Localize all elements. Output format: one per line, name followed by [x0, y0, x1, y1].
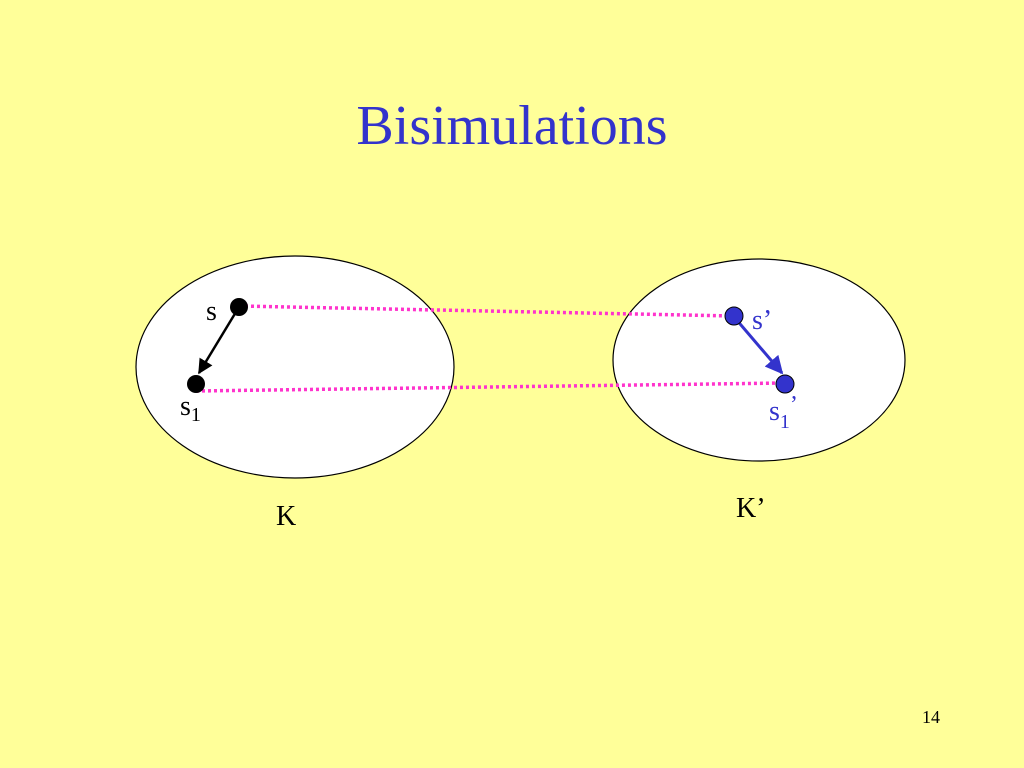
state-s-label: s — [206, 296, 217, 327]
state-s1-subscript: 1 — [191, 404, 201, 426]
state-s1-node — [187, 375, 205, 393]
relation-line-s1 — [195, 381, 786, 393]
slide-title: Bisimulations — [356, 95, 668, 157]
structure-k-prime-ellipse — [612, 258, 906, 462]
state-s1-prime-apostrophe: ’ — [790, 392, 798, 418]
transition-arrow-k-prime — [733, 317, 784, 375]
transition-arrow-k — [197, 306, 241, 375]
structure-k-ellipse — [135, 255, 455, 479]
state-s1-label: s1 — [180, 391, 201, 426]
structure-k-label: K — [276, 501, 296, 532]
state-s-prime-label: s’ — [752, 305, 772, 336]
state-s1-prime-node — [775, 374, 795, 394]
state-s1-base: s — [180, 391, 191, 422]
state-s1-prime-subscript: 1 — [780, 411, 790, 433]
state-s1-prime-base: s — [769, 396, 780, 427]
state-s-node — [230, 298, 248, 316]
structure-k-prime-label: K’ — [736, 493, 766, 524]
state-s1-prime-label: s1’ — [769, 392, 798, 433]
relation-line-s — [238, 304, 735, 318]
page-number: 14 — [922, 707, 940, 727]
state-s-prime-node — [724, 306, 744, 326]
